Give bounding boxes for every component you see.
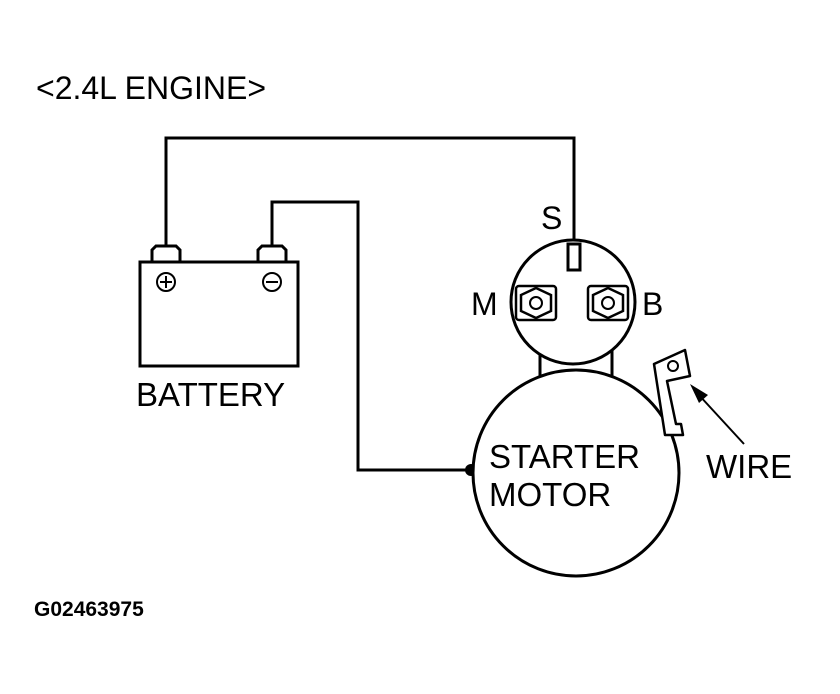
diagram-title: <2.4L ENGINE> — [36, 70, 267, 106]
terminal-m-label: M — [471, 286, 498, 322]
wire-terminal-bracket — [652, 348, 692, 437]
motor-body — [471, 368, 681, 578]
wire-pointer-arrow-icon — [690, 384, 745, 445]
battery-positive-post — [150, 244, 182, 262]
solenoid — [509, 238, 637, 366]
battery-negative-post — [256, 244, 288, 262]
b-terminal-nut-icon — [586, 284, 630, 322]
wire-positive-to-s-terminal — [164, 136, 576, 250]
battery — [138, 244, 300, 368]
m-terminal-nut-icon — [514, 284, 558, 322]
starter-motor — [471, 238, 681, 578]
figure-code: G02463975 — [34, 598, 144, 621]
battery-body — [138, 260, 300, 368]
terminal-b-label: B — [642, 286, 663, 322]
starter-label-line1: STARTER — [489, 438, 640, 475]
battery-label: BATTERY — [136, 376, 285, 413]
wire-negative-to-motor — [270, 200, 470, 472]
wire-label: WIRE — [706, 448, 792, 485]
starter-label-line2: MOTOR — [489, 476, 611, 513]
terminal-s-label: S — [541, 200, 562, 236]
s-terminal-tab — [566, 242, 582, 272]
battery-positive-icon — [156, 272, 176, 292]
battery-negative-icon — [262, 272, 282, 292]
